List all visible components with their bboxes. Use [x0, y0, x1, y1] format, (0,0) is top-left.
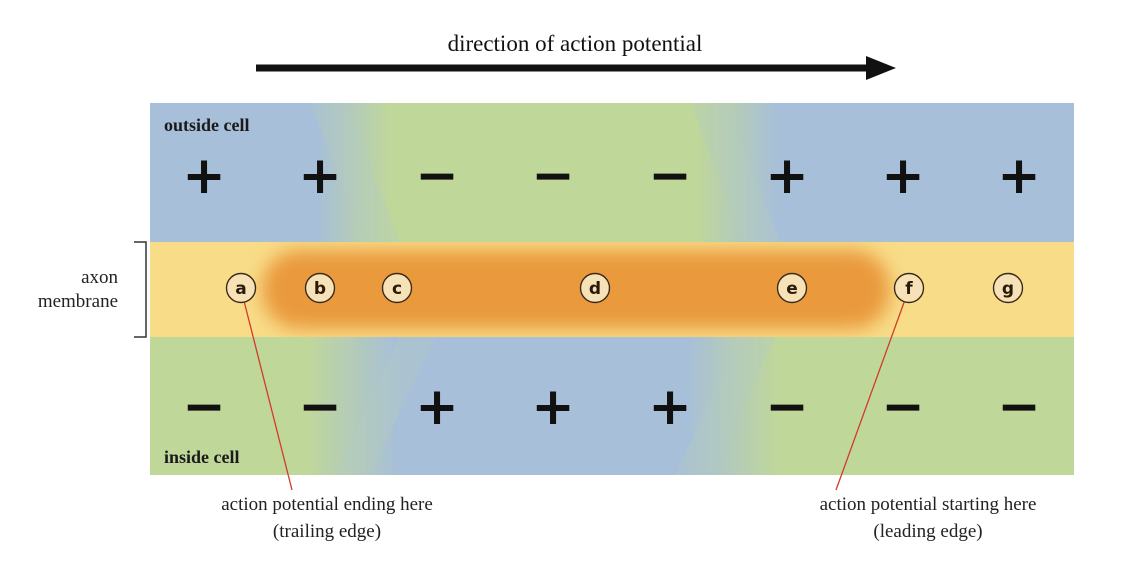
- point-e: e: [776, 272, 808, 304]
- point-marker-circle: [381, 272, 413, 304]
- outside-charge-negative: −: [648, 146, 692, 206]
- point-label: d: [589, 279, 601, 299]
- outside-charge-positive: +: [182, 146, 226, 206]
- point-marker-circle: [893, 272, 925, 304]
- outside-charge-positive: +: [997, 146, 1041, 206]
- point-label: e: [786, 279, 798, 299]
- inside-charge-negative: −: [765, 377, 809, 437]
- point-label: g: [1002, 279, 1014, 299]
- point-marker-circle: [304, 272, 336, 304]
- leading-edge-caption-line-1: action potential starting here: [820, 494, 1037, 515]
- inside-cell-region: [150, 337, 1074, 475]
- inside-charge-negative: −: [182, 377, 226, 437]
- inside-charges: − − + + + − − −: [182, 377, 1041, 437]
- outside-charge-positive: +: [881, 146, 925, 206]
- point-d: d: [579, 272, 611, 304]
- point-marker-circle: [225, 272, 257, 304]
- outside-charge-negative: −: [415, 146, 459, 206]
- point-label: b: [314, 279, 326, 299]
- trailing-edge-caption-line-2: (trailing edge): [273, 521, 381, 542]
- point-marker-circle: [776, 272, 808, 304]
- inside-charge-negative: −: [298, 377, 342, 437]
- inside-charge-positive: +: [415, 377, 459, 437]
- point-marker-circle: [579, 272, 611, 304]
- membrane-points: a b c d e f g: [225, 272, 1024, 304]
- point-marker-circle: [992, 272, 1024, 304]
- outside-charges: + + − − − + + +: [182, 146, 1041, 206]
- inside-charge-positive: +: [648, 377, 692, 437]
- trailing-edge-pointer: [242, 296, 293, 491]
- trailing-edge-caption-line-1: action potential ending here: [221, 494, 433, 515]
- point-c: c: [381, 272, 413, 304]
- outside-cell-label: outside cell: [164, 115, 250, 135]
- membrane-bracket: [134, 241, 147, 338]
- point-f: f: [893, 272, 925, 304]
- outside-cell-region: [150, 103, 1074, 242]
- point-label: c: [392, 279, 402, 299]
- membrane-label-line-2: membrane: [38, 291, 118, 312]
- outside-charge-positive: +: [298, 146, 342, 206]
- diagram-title: direction of action potential: [448, 31, 703, 56]
- inside-charge-negative: −: [881, 377, 925, 437]
- leading-edge-caption-line-2: (leading edge): [873, 521, 982, 542]
- point-label: f: [905, 279, 913, 299]
- outside-charge-positive: +: [765, 146, 809, 206]
- depolarized-zone: [262, 250, 890, 329]
- membrane-label-line-1: axon: [81, 267, 118, 288]
- point-g: g: [992, 272, 1024, 304]
- outside-charge-negative: −: [531, 146, 575, 206]
- inside-charge-positive: +: [531, 377, 575, 437]
- inside-charge-negative: −: [997, 377, 1041, 437]
- point-a: a: [225, 272, 257, 304]
- axon-membrane-band: [150, 242, 1074, 337]
- leading-edge-pointer: [835, 296, 907, 491]
- direction-arrow: [256, 56, 896, 80]
- point-label: a: [235, 279, 246, 299]
- point-b: b: [304, 272, 336, 304]
- inside-cell-label: inside cell: [164, 447, 240, 467]
